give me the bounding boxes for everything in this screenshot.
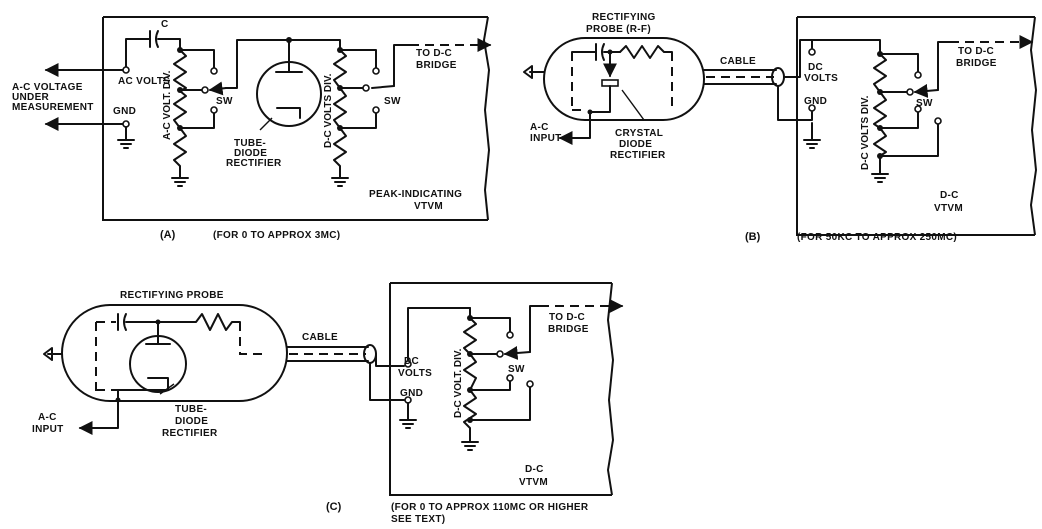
gnd-label-c: GND	[400, 388, 423, 399]
vtvm-label-c-2: VTVM	[519, 477, 548, 488]
dc-vtvm-box-b	[796, 16, 1038, 236]
cable-c	[286, 346, 369, 362]
range-label-c-2: SEE TEXT)	[391, 514, 445, 525]
tube-label-c-1: TUBE-	[175, 404, 207, 415]
panel-id-a: (A)	[160, 229, 176, 241]
probe-label-c: RECTIFYING PROBE	[120, 290, 224, 301]
panel-id-c: (C)	[326, 501, 342, 513]
ac-divider-label: A-C VOLT. DIV.	[162, 70, 173, 140]
range-label-a: (FOR 0 TO APPROX 3MC)	[213, 230, 340, 241]
crystal-label-2: DIODE	[619, 139, 652, 150]
dc-volts-label-c-1: DC	[404, 356, 419, 367]
switch-label-a2: SW	[384, 96, 401, 107]
rf-probe-body	[543, 37, 705, 121]
dc-divider-resistor-b	[873, 53, 887, 175]
gnd-label-a: GND	[113, 106, 136, 117]
dc-divider-label-c: D-C VOLT. DIV.	[453, 348, 464, 418]
panel-a: C AC VOLTS GND A-C VOLTAGE UNDER MEASURE…	[12, 16, 492, 241]
capacitor-label: C	[161, 19, 169, 30]
tube-label-c-3: RECTIFIER	[162, 428, 218, 439]
tube-label-a-1: TUBE-	[234, 138, 266, 149]
output-label-c-1: TO D-C	[549, 312, 585, 323]
probe-label-b-2: PROBE (R-F)	[586, 24, 651, 35]
vtvm-label-c-1: D-C	[525, 464, 544, 475]
vtvm-label-a-2: VTVM	[414, 201, 443, 212]
input-label-a-2: UNDER	[12, 92, 50, 103]
tube-cathode	[276, 107, 301, 119]
dc-divider-resistor-c	[463, 307, 477, 443]
input-label-c-1: A-C	[38, 412, 57, 423]
vtvm-label-a-1: PEAK-INDICATING	[369, 189, 462, 200]
probe-resistor-b	[619, 45, 673, 59]
gnd-label-b: GND	[804, 96, 827, 107]
switch-label-b: SW	[916, 98, 933, 109]
capacitor-plate-2	[155, 30, 159, 48]
input-label-a-3: MEASUREMENT	[12, 102, 94, 113]
switch-arm-c	[503, 346, 531, 360]
cable-label-b: CABLE	[720, 56, 756, 67]
input-label-b-2: INPUT	[530, 133, 562, 144]
switch-label-a1: SW	[216, 96, 233, 107]
probe-label-b-1: RECTIFYING	[592, 12, 656, 23]
dc-divider-label-a: D-C VOLTS DIV.	[323, 73, 334, 148]
probe-resistor-c	[157, 313, 241, 331]
output-label-a-2: BRIDGE	[416, 60, 457, 71]
dc-divider-label-b: D-C VOLTS DIV.	[860, 95, 871, 170]
cable-label-c: CABLE	[302, 332, 338, 343]
output-label-b-2: BRIDGE	[956, 58, 997, 69]
range-label-c-1: (FOR 0 TO APPROX 110MC OR HIGHER	[391, 502, 589, 513]
input-label-a-1: A-C VOLTAGE	[12, 82, 83, 93]
output-label-c-2: BRIDGE	[548, 324, 589, 335]
ground-symbol	[171, 177, 189, 187]
input-arrow-c	[78, 389, 119, 435]
tube-label-c-2: DIODE	[175, 416, 208, 427]
cable-b	[703, 69, 777, 85]
switch-arm-1	[208, 81, 227, 96]
dc-volts-label-b-1: DC	[808, 62, 823, 73]
input-arrow-b	[558, 111, 591, 145]
switch-arm-b	[913, 83, 939, 98]
vtvm-label-b-2: VTVM	[934, 203, 963, 214]
crystal-label-3: RECTIFIER	[610, 150, 666, 161]
switch-label-c: SW	[508, 364, 525, 375]
panel-b: RECTIFYING PROBE (R-F) CABLE A-C INPUT C…	[523, 12, 1038, 243]
tube-label-a-2: DIODE	[234, 148, 267, 159]
input-label-c-2: INPUT	[32, 424, 64, 435]
crystal-label-1: CRYSTAL	[615, 128, 663, 139]
tube-label-a-3: RECTIFIER	[226, 158, 282, 169]
vtvm-label-b-1: D-C	[940, 190, 959, 201]
panel-c: RECTIFYING PROBE CABLE A-C INPUT TUBE- D…	[32, 282, 624, 525]
panel-id-b: (B)	[745, 231, 761, 243]
output-label-a-1: TO D-C	[416, 48, 452, 59]
range-label-b: (FOR 50KC TO APPROX 250MC)	[797, 232, 957, 243]
dc-volts-label-b-2: VOLTS	[804, 73, 838, 84]
output-label-b-1: TO D-C	[958, 46, 994, 57]
dc-volts-label-c-2: VOLTS	[398, 368, 432, 379]
tube-plate-c	[145, 321, 171, 345]
dc-vtvm-box-c	[389, 282, 615, 496]
ac-volts-label: AC VOLTS	[118, 76, 170, 87]
dc-divider-resistor	[333, 49, 347, 179]
ac-divider-resistor	[173, 49, 187, 179]
input-label-b-1: A-C	[530, 122, 549, 133]
switch-arm-2	[371, 85, 395, 89]
